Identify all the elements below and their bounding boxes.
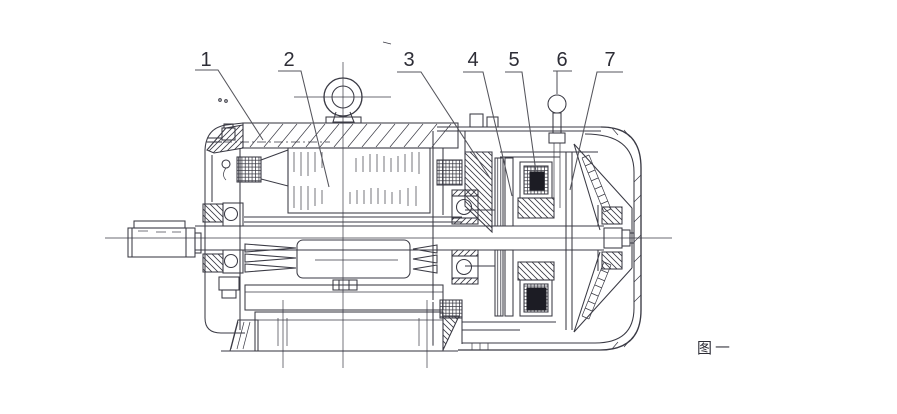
callout-label-3: 3 <box>403 49 414 71</box>
spring-lever-mechanism <box>573 143 633 333</box>
figure-caption-dash: — <box>715 337 730 355</box>
callout-label-6: 6 <box>556 49 567 71</box>
motor-base <box>221 279 463 352</box>
callout-5: 5 <box>505 49 537 173</box>
callout-label-5: 5 <box>508 49 519 71</box>
callout-7: 7 <box>569 49 623 191</box>
shaft-extension <box>127 220 202 258</box>
figure-caption-glyph: 图 <box>697 339 712 357</box>
callouts: 1 2 3 4 5 6 7 <box>195 49 623 197</box>
callout-label-7: 7 <box>604 49 615 71</box>
callout-6: 6 <box>553 49 572 94</box>
callout-label-1: 1 <box>200 49 211 71</box>
release-knob <box>547 94 567 208</box>
callout-1: 1 <box>195 49 264 141</box>
lifting-eyebolt <box>294 77 391 124</box>
brake-cover <box>458 126 642 351</box>
rotor <box>244 239 438 279</box>
callout-3: 3 <box>397 49 491 179</box>
centerlines <box>105 62 672 368</box>
stray-marks <box>218 41 392 103</box>
callout-4: 4 <box>463 49 513 197</box>
stator-core <box>244 147 463 223</box>
callout-label-2: 2 <box>283 49 294 71</box>
figure-caption: 图 — <box>697 337 730 357</box>
callout-2: 2 <box>278 49 330 188</box>
shaft <box>195 225 635 251</box>
left-end-bell <box>202 122 330 334</box>
callout-label-4: 4 <box>467 49 478 71</box>
drawing <box>105 41 672 368</box>
